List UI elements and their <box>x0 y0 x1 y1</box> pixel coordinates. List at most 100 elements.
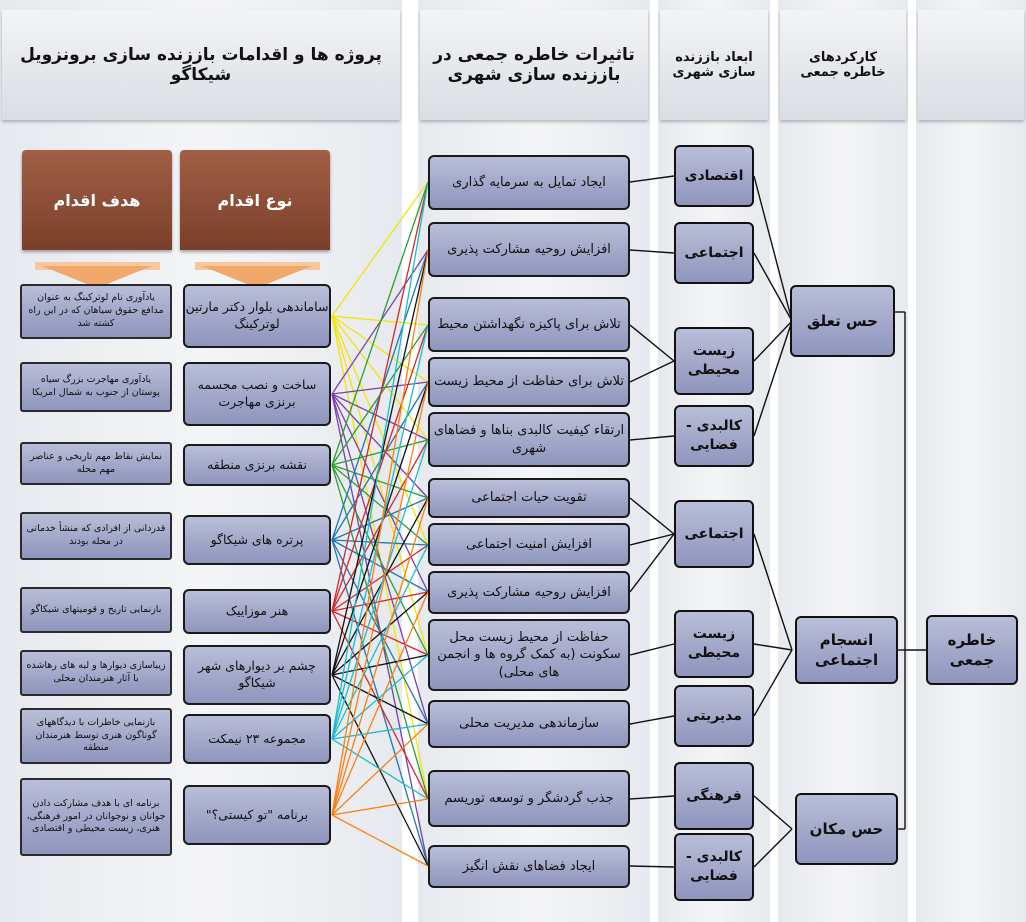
connector-line <box>331 181 429 317</box>
connector-line <box>753 643 793 651</box>
connector-line <box>629 795 675 800</box>
effect-box: افزایش روحیه مشارکت پذیری <box>428 571 630 614</box>
effect-box: ارتقاء کیفیت کالبدی بناها و فضاهای شهری <box>428 412 630 467</box>
dimension-box: زیست محیطی <box>674 327 754 395</box>
connector-line <box>629 715 675 725</box>
connector-line <box>331 591 429 676</box>
connector-line <box>629 533 675 593</box>
type-arrow <box>202 266 312 288</box>
connector-line <box>331 315 429 656</box>
header-functions: کارکردهای خاطره جمعی <box>780 10 906 120</box>
connector-line <box>331 539 429 725</box>
connector-line <box>629 360 675 383</box>
connector-line <box>331 181 429 466</box>
connector-line <box>753 175 793 322</box>
connector-line <box>629 497 675 535</box>
dimension-box: اقتصادی <box>674 145 754 207</box>
objective-box: یادآوری مهاجرت بزرگ سیاه پوستان از جنوب … <box>20 362 172 412</box>
dimension-box: زیست محیطی <box>674 610 754 678</box>
header-projects: پروژه ها و اقدامات باززنده سازی برونزویل… <box>2 10 400 120</box>
effect-box: تلاش برای حفاظت از محیط زیست <box>428 357 630 407</box>
connector-line <box>753 795 793 830</box>
connector-line <box>629 643 675 656</box>
header-dimensions: ابعاد باززنده سازی شهری <box>660 10 768 120</box>
effect-box: جذب گردشگر و توسعه توریسم <box>428 770 630 827</box>
connector-line <box>331 181 429 612</box>
function-box: حس تعلق <box>790 285 895 357</box>
connector-line <box>629 324 675 362</box>
connector-line <box>331 723 429 816</box>
function-box: حس مکان <box>795 793 898 865</box>
action-box: ساماندهی بلوار دکتر مارتین لوترکینگ <box>183 284 331 348</box>
action-box: هنر موزاییک <box>183 589 331 634</box>
connector-line <box>753 649 793 717</box>
connector-line <box>331 497 429 816</box>
connector-line <box>331 181 429 740</box>
connector-line <box>331 393 429 441</box>
connector-line <box>331 381 429 816</box>
dimension-box: مدیریتی <box>674 685 754 747</box>
dimension-box: اجتماعی <box>674 222 754 284</box>
connector-line <box>331 497 429 541</box>
connector-line <box>331 591 429 816</box>
connector-line <box>331 249 429 816</box>
connector-line <box>331 464 429 499</box>
connector-line <box>753 828 793 868</box>
connector-line <box>331 464 429 546</box>
objective-box: زیباسازی دیوارها و لبه های رهاشده با آثا… <box>20 650 172 696</box>
connector-line <box>331 439 429 466</box>
effect-box: تقویت حیات اجتماعی <box>428 478 630 518</box>
connector-line <box>629 249 675 254</box>
root-box: خاطره جمعی <box>926 615 1018 685</box>
connector-line <box>331 798 429 816</box>
dimension-box: کالبدی - فضایی <box>674 833 754 901</box>
header-root <box>918 10 1024 120</box>
connector-line <box>331 324 429 612</box>
goal-header: هدف اقدام <box>22 150 172 250</box>
objective-box: بازنمایی خاطرات با دیدگاههای گوناگون هنر… <box>20 708 172 764</box>
action-box: نقشه برنزی منطقه <box>183 444 331 486</box>
connector-line <box>331 544 429 612</box>
effect-box: سازماندهی مدیریت محلی <box>428 700 630 748</box>
connector-line <box>331 439 429 740</box>
dimension-box: فرهنگی <box>674 762 754 830</box>
connector-line <box>753 320 793 362</box>
function-box: انسجام اجتماعی <box>795 616 898 684</box>
effect-box: افزایش امنیت اجتماعی <box>428 523 630 566</box>
connector-line <box>629 435 675 441</box>
effect-box: حفاظت از محیط زیست محل سکونت (به کمک گرو… <box>428 619 630 691</box>
column-bg-functions <box>778 0 908 922</box>
effect-box: تلاش برای پاکیزه نگهداشتن محیط <box>428 297 630 352</box>
type-header: نوع اقدام <box>180 150 330 250</box>
connector-line <box>331 315 429 546</box>
dimension-box: اجتماعی <box>674 500 754 568</box>
connector-line <box>629 175 675 183</box>
objective-box: نمایش نقاط مهم تاریخی و عناصر مهم محله <box>20 442 172 485</box>
connector-line <box>331 674 429 725</box>
effect-box: ایجاد فضاهای نقش انگیز <box>428 845 630 888</box>
connector-line <box>331 723 429 740</box>
connector-line <box>753 252 793 322</box>
action-box: مجموعه ۲۳ نیمکت <box>183 714 331 764</box>
header-effects: تاثیرات خاطره جمعی در باززنده سازی شهری <box>420 10 648 120</box>
connector-line <box>331 393 429 499</box>
objective-box: یادآوری نام لوترکینگ به عنوان مدافع حقوق… <box>20 284 172 339</box>
objective-box: برنامه ای با هدف مشارکت دادن جوانان و نو… <box>20 778 172 856</box>
dimension-box: کالبدی - فضایی <box>674 405 754 467</box>
connector-line <box>331 654 429 740</box>
connector-line <box>753 320 793 437</box>
connector-line <box>331 544 429 740</box>
column-bg-root <box>916 0 1026 922</box>
connector-line <box>629 865 675 868</box>
connector-line <box>331 381 429 676</box>
objective-box: بازنمایی تاریخ و قومیتهای شیکاگو <box>20 587 172 633</box>
connector-line <box>331 381 429 395</box>
effect-box: ایجاد تمایل به سرمایه گذاری <box>428 155 630 210</box>
goal-arrow <box>42 266 152 288</box>
connector-line <box>331 814 429 867</box>
action-box: ساخت و نصب مجسمه برنزی مهاجرت <box>183 362 331 426</box>
connector-line <box>629 533 675 546</box>
connector-line <box>331 464 429 656</box>
action-box: پرتره های شیکاگو <box>183 515 331 565</box>
